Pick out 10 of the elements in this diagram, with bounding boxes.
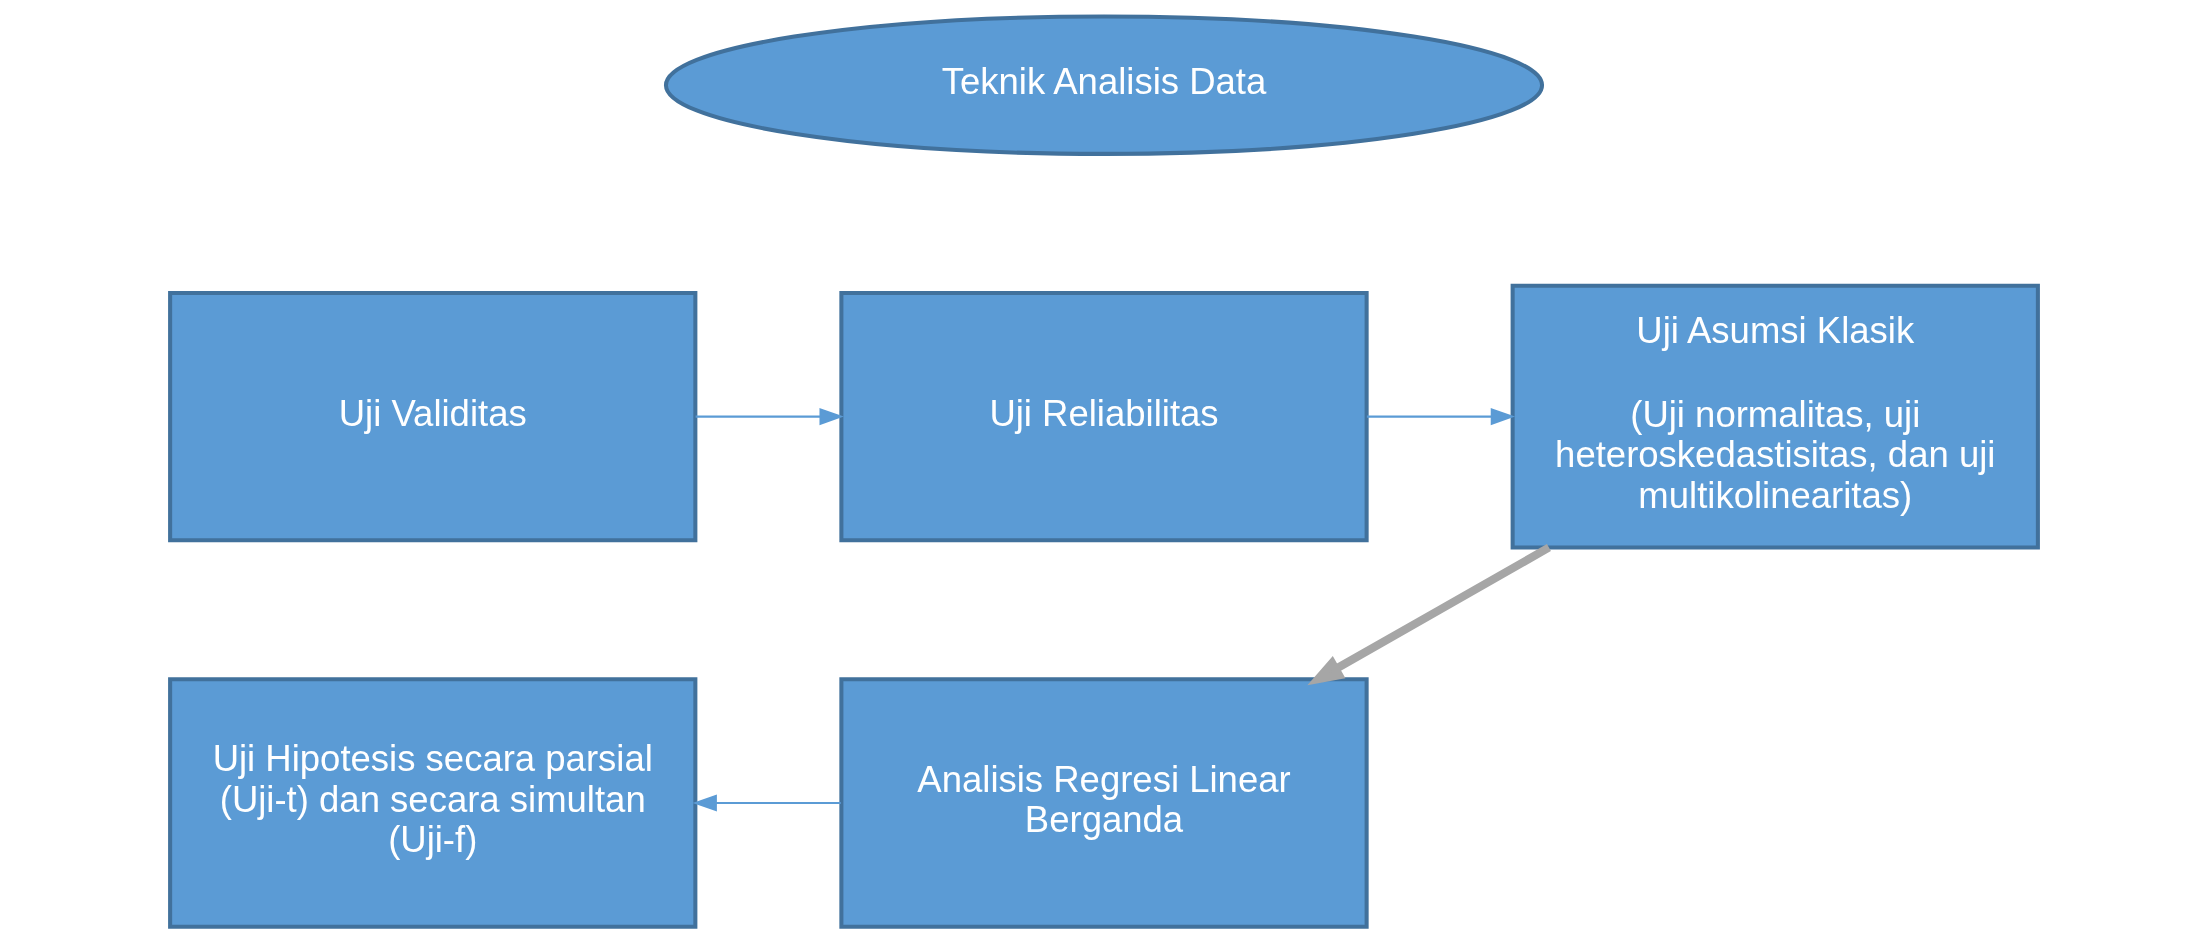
- node-box: Uji Reliabilitas: [838, 290, 1369, 543]
- arrow: [1366, 408, 1515, 426]
- node-box: Uji Hipotesis secara parsial (Uji-t) dan secara simultan (Uji-f): [167, 677, 697, 929]
- arrow: [692, 794, 841, 812]
- node-box: Analisis Regresi Linear Berganda: [838, 677, 1369, 929]
- node-box: Uji Validitas: [167, 290, 697, 543]
- node-ellipse: Teknik Analisis Data: [663, 14, 1544, 156]
- arrow: [695, 408, 844, 426]
- node-box: Uji Asumsi Klasik (Uji normalitas, uji heteroskedastisitas, dan uji multikolinearitas): [1510, 283, 2040, 550]
- arrow: [1306, 544, 1551, 686]
